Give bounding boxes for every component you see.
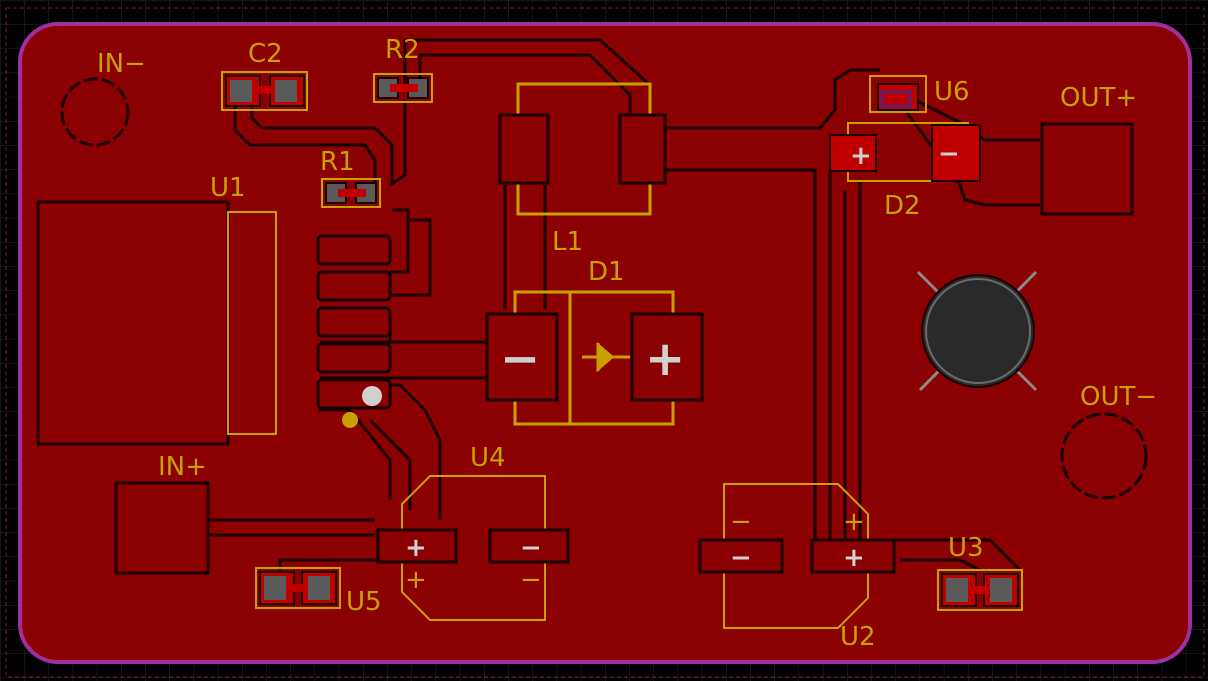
component-u6[interactable]: U6 bbox=[869, 75, 970, 113]
u4-minus-pad: − bbox=[520, 533, 542, 563]
r2-label: R2 bbox=[385, 35, 420, 65]
u1-label: U1 bbox=[210, 173, 246, 203]
connector-out-minus[interactable]: OUT− bbox=[1060, 382, 1157, 500]
connector-out-plus[interactable]: OUT+ bbox=[1040, 83, 1137, 216]
component-u5[interactable]: U5 bbox=[255, 567, 382, 617]
u3-label: U3 bbox=[948, 533, 984, 563]
u2-plus-pad: + bbox=[843, 543, 865, 573]
d1-label: D1 bbox=[588, 257, 625, 287]
r1-label: R1 bbox=[320, 147, 355, 177]
component-u2[interactable]: − + − + U2 bbox=[698, 483, 896, 652]
diode-symbol-icon bbox=[582, 341, 630, 373]
u2-plus-silk: + bbox=[843, 507, 865, 537]
connector-in-minus[interactable]: IN− bbox=[60, 49, 146, 147]
in-minus-label: IN− bbox=[97, 49, 146, 79]
u2-minus-silk: − bbox=[730, 507, 752, 537]
board-outline[interactable] bbox=[18, 22, 1192, 664]
component-l1[interactable]: L1 bbox=[498, 82, 667, 257]
pin1-marker bbox=[362, 386, 382, 406]
component-u1[interactable]: U1 bbox=[36, 173, 392, 446]
u5-label: U5 bbox=[346, 587, 382, 617]
component-r2[interactable]: R2 bbox=[373, 35, 433, 103]
traces[interactable] bbox=[210, 38, 1040, 572]
u2-label: U2 bbox=[840, 622, 876, 652]
d1-minus: − bbox=[500, 331, 540, 387]
out-plus-label: OUT+ bbox=[1060, 83, 1137, 113]
u6-label: U6 bbox=[934, 77, 970, 107]
l1-label: L1 bbox=[552, 227, 583, 257]
d1-plus: + bbox=[645, 331, 685, 387]
u4-plus-silk: + bbox=[405, 565, 427, 595]
u2-minus-pad: − bbox=[730, 543, 752, 573]
out-minus-label: OUT− bbox=[1080, 382, 1157, 412]
in-plus-label: IN+ bbox=[158, 452, 207, 482]
mounting-hole-icon[interactable] bbox=[916, 270, 1038, 392]
component-u3[interactable]: U3 bbox=[937, 533, 1023, 611]
u4-plus-pad: + bbox=[405, 533, 427, 563]
u4-label: U4 bbox=[470, 443, 506, 473]
component-c2[interactable]: C2 bbox=[221, 39, 308, 111]
component-u4[interactable]: + − + − U4 bbox=[376, 443, 570, 621]
c2-label: C2 bbox=[248, 39, 283, 69]
component-d2[interactable]: + − D2 bbox=[829, 122, 981, 221]
u4-minus-silk: − bbox=[520, 565, 542, 595]
component-d1[interactable]: − + D1 bbox=[485, 257, 704, 426]
board-copper[interactable] bbox=[20, 24, 1190, 662]
d2-label: D2 bbox=[884, 191, 921, 221]
d2-plus: + bbox=[850, 141, 872, 171]
dashed-frame bbox=[5, 7, 1205, 678]
pin1-dot bbox=[342, 412, 358, 428]
connector-in-plus[interactable]: IN+ bbox=[114, 452, 210, 575]
component-r1[interactable]: R1 bbox=[320, 147, 381, 208]
d2-minus: − bbox=[938, 139, 960, 169]
